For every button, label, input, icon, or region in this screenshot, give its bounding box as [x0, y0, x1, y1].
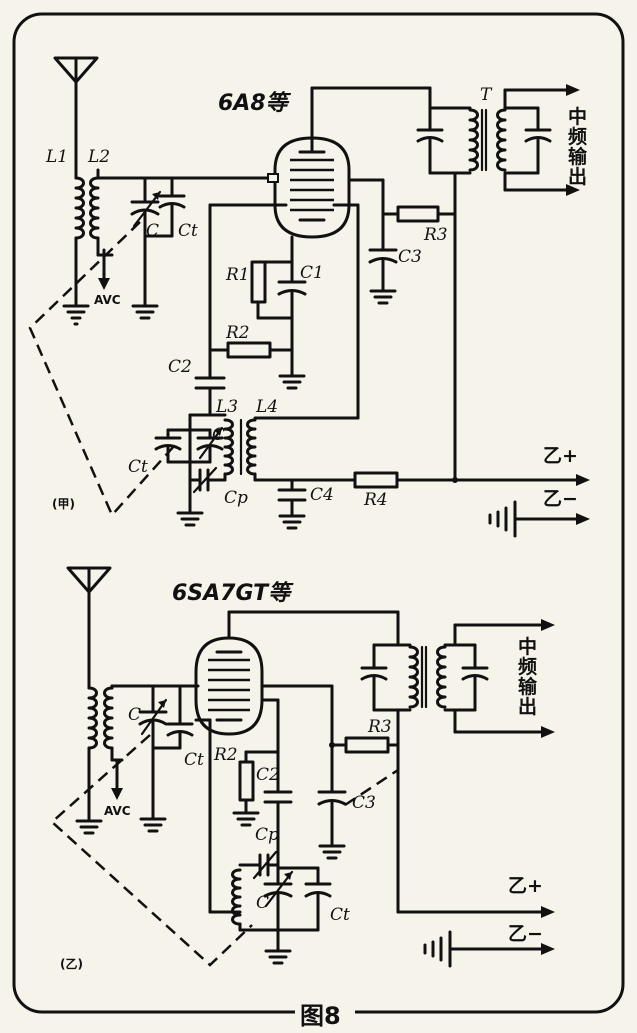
- svg-text:输: 输: [568, 145, 588, 168]
- if-output-label-b: 中 频 输 出: [518, 635, 538, 718]
- coil-l2: [89, 176, 100, 240]
- label-r3: R3: [423, 225, 448, 245]
- resistor-r1-a: [250, 260, 267, 304]
- label-cp-b: Cp: [255, 825, 279, 845]
- ground-icon: [232, 811, 260, 827]
- panel-tag-a: (甲): [52, 497, 75, 511]
- svg-text:中: 中: [568, 105, 587, 128]
- ground-icon: [278, 514, 306, 530]
- resistor-r4-a: [353, 471, 399, 489]
- label-c3-b: C3: [352, 793, 376, 813]
- ground-icon: [369, 289, 397, 305]
- label-r4: R4: [363, 490, 388, 510]
- b-plus-label-a: 乙+: [543, 445, 578, 467]
- avc-label-b: AVC: [104, 804, 131, 818]
- label-ct: Ct: [178, 221, 198, 241]
- gang-link-b: [50, 734, 253, 967]
- label-c4: C4: [310, 485, 334, 505]
- leader-c3: [344, 768, 399, 807]
- label-c: C: [146, 221, 159, 241]
- coil-ant-b: [87, 686, 98, 750]
- svg-text:频: 频: [518, 655, 537, 678]
- ground-icon: [75, 819, 103, 835]
- ground-icon: [139, 817, 167, 833]
- panel-b: AVC: [50, 566, 555, 971]
- label-r2: R2: [225, 323, 250, 343]
- tube-label-b: 6SA7GT等: [172, 580, 294, 606]
- b-minus-b: [423, 930, 555, 968]
- label-ct2: Ct: [128, 457, 148, 477]
- coil-osc-b: [231, 868, 242, 926]
- panel-a: AVC: [28, 56, 590, 538]
- b-minus-label-a: 乙−: [543, 488, 578, 510]
- ground-icon: [278, 374, 306, 390]
- label-r2-b: R2: [213, 745, 238, 765]
- b-plus-label-b: 乙+: [508, 875, 543, 897]
- label-c1: C1: [300, 263, 324, 283]
- figure-caption: 图8: [300, 1002, 341, 1030]
- gang-link-a: [28, 221, 176, 518]
- coil-l1: [74, 176, 85, 240]
- svg-text:频: 频: [568, 125, 587, 148]
- coil-l3: [223, 418, 234, 476]
- resistor-r3-a: [396, 205, 440, 223]
- coil-l4: [246, 418, 257, 476]
- b-minus-label-b: 乙−: [508, 923, 543, 945]
- ground-icon: [318, 844, 346, 860]
- ground-icon: [131, 304, 159, 320]
- label-c2-b: C2: [256, 765, 280, 785]
- antenna-a: [53, 56, 99, 180]
- transformer-label-a: T: [480, 85, 493, 105]
- label-c-b: C: [128, 705, 141, 725]
- label-c2: C2: [168, 357, 192, 377]
- b-minus-a: [488, 500, 590, 538]
- svg-text:出: 出: [518, 695, 537, 718]
- coil-rf-b: [103, 686, 114, 750]
- label-c-osc-b: C: [256, 893, 269, 913]
- if-output-label-a: 中 频 输 出: [568, 105, 588, 188]
- if-transformer-b: [360, 643, 489, 712]
- ground-icon: [176, 511, 204, 527]
- label-cp: Cp: [224, 488, 248, 508]
- resistor-r2-a: [226, 341, 272, 359]
- label-l3: L3: [215, 397, 238, 417]
- tube-label-a: 6A8等: [218, 90, 292, 116]
- label-l4: L4: [255, 397, 278, 417]
- if-transformer-a: T: [416, 85, 552, 175]
- antenna-b: [66, 566, 112, 690]
- svg-text:出: 出: [568, 165, 587, 188]
- ground-icon: [62, 304, 90, 326]
- label-c-osc: C: [212, 425, 225, 445]
- ground-icon: [264, 949, 292, 965]
- label-ct2-b: Ct: [330, 905, 350, 925]
- panel-tag-b: (乙): [60, 957, 83, 971]
- resistor-r3-b: [344, 736, 390, 754]
- label-r3-b: R3: [367, 717, 392, 737]
- resistor-r2-b: [238, 760, 255, 802]
- label-r1: R1: [225, 265, 250, 285]
- svg-text:输: 输: [518, 675, 538, 698]
- label-l2: L2: [87, 147, 110, 167]
- label-ct-b: Ct: [184, 750, 204, 770]
- avc-label-a: AVC: [94, 293, 121, 307]
- tube-6a8: [273, 136, 351, 239]
- label-c3: C3: [398, 247, 422, 267]
- label-l1: L1: [45, 147, 68, 167]
- svg-text:中: 中: [518, 635, 537, 658]
